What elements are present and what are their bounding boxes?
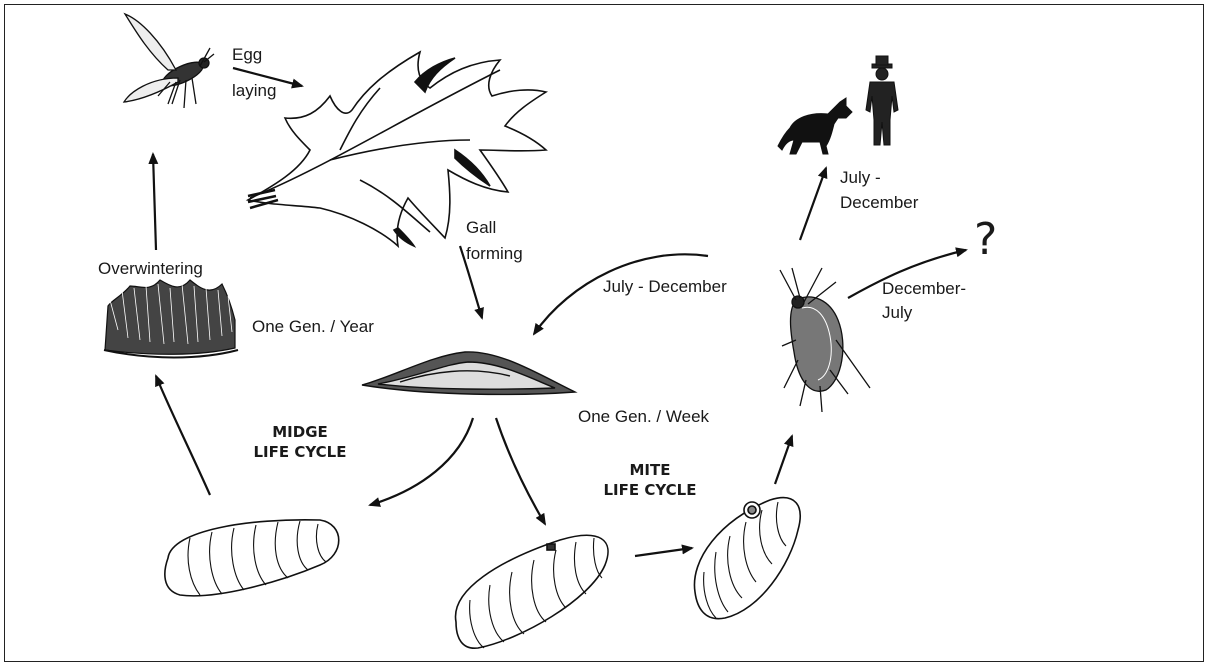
oak-leaf-icon <box>248 52 546 246</box>
infested-larva-icon <box>456 535 608 648</box>
label-forming: forming <box>466 243 523 264</box>
label-midge-line-1: MIDGE <box>240 422 360 442</box>
dog-icon <box>778 98 852 154</box>
label-midge-line-2: LIFE CYCLE <box>240 442 360 462</box>
question-mark: ? <box>974 218 997 262</box>
label-one-gen-week: One Gen. / Week <box>578 406 709 427</box>
person-icon <box>866 56 898 145</box>
leaf-litter-icon <box>104 280 238 358</box>
arrows <box>153 68 966 556</box>
label-december-july-2: July <box>882 302 912 323</box>
gall-icon <box>362 352 575 395</box>
label-july-december-top-1: July - <box>840 167 881 188</box>
label-mite-line-1: MITE <box>590 460 710 480</box>
label-mite-line-2: LIFE CYCLE <box>590 480 710 500</box>
mite-icon <box>780 268 870 412</box>
swollen-larva-icon <box>694 498 800 619</box>
label-one-gen-year: One Gen. / Year <box>252 316 374 337</box>
label-july-december-mid: July - December <box>603 276 727 297</box>
label-egg: Egg <box>232 44 262 65</box>
label-laying: laying <box>232 80 276 101</box>
midge-fly-icon <box>124 14 214 108</box>
midge-larva-icon <box>165 520 339 596</box>
label-july-december-top-2: December <box>840 192 918 213</box>
label-december-july-1: December- <box>882 278 966 299</box>
label-overwintering: Overwintering <box>98 258 203 279</box>
label-gall: Gall <box>466 217 496 238</box>
